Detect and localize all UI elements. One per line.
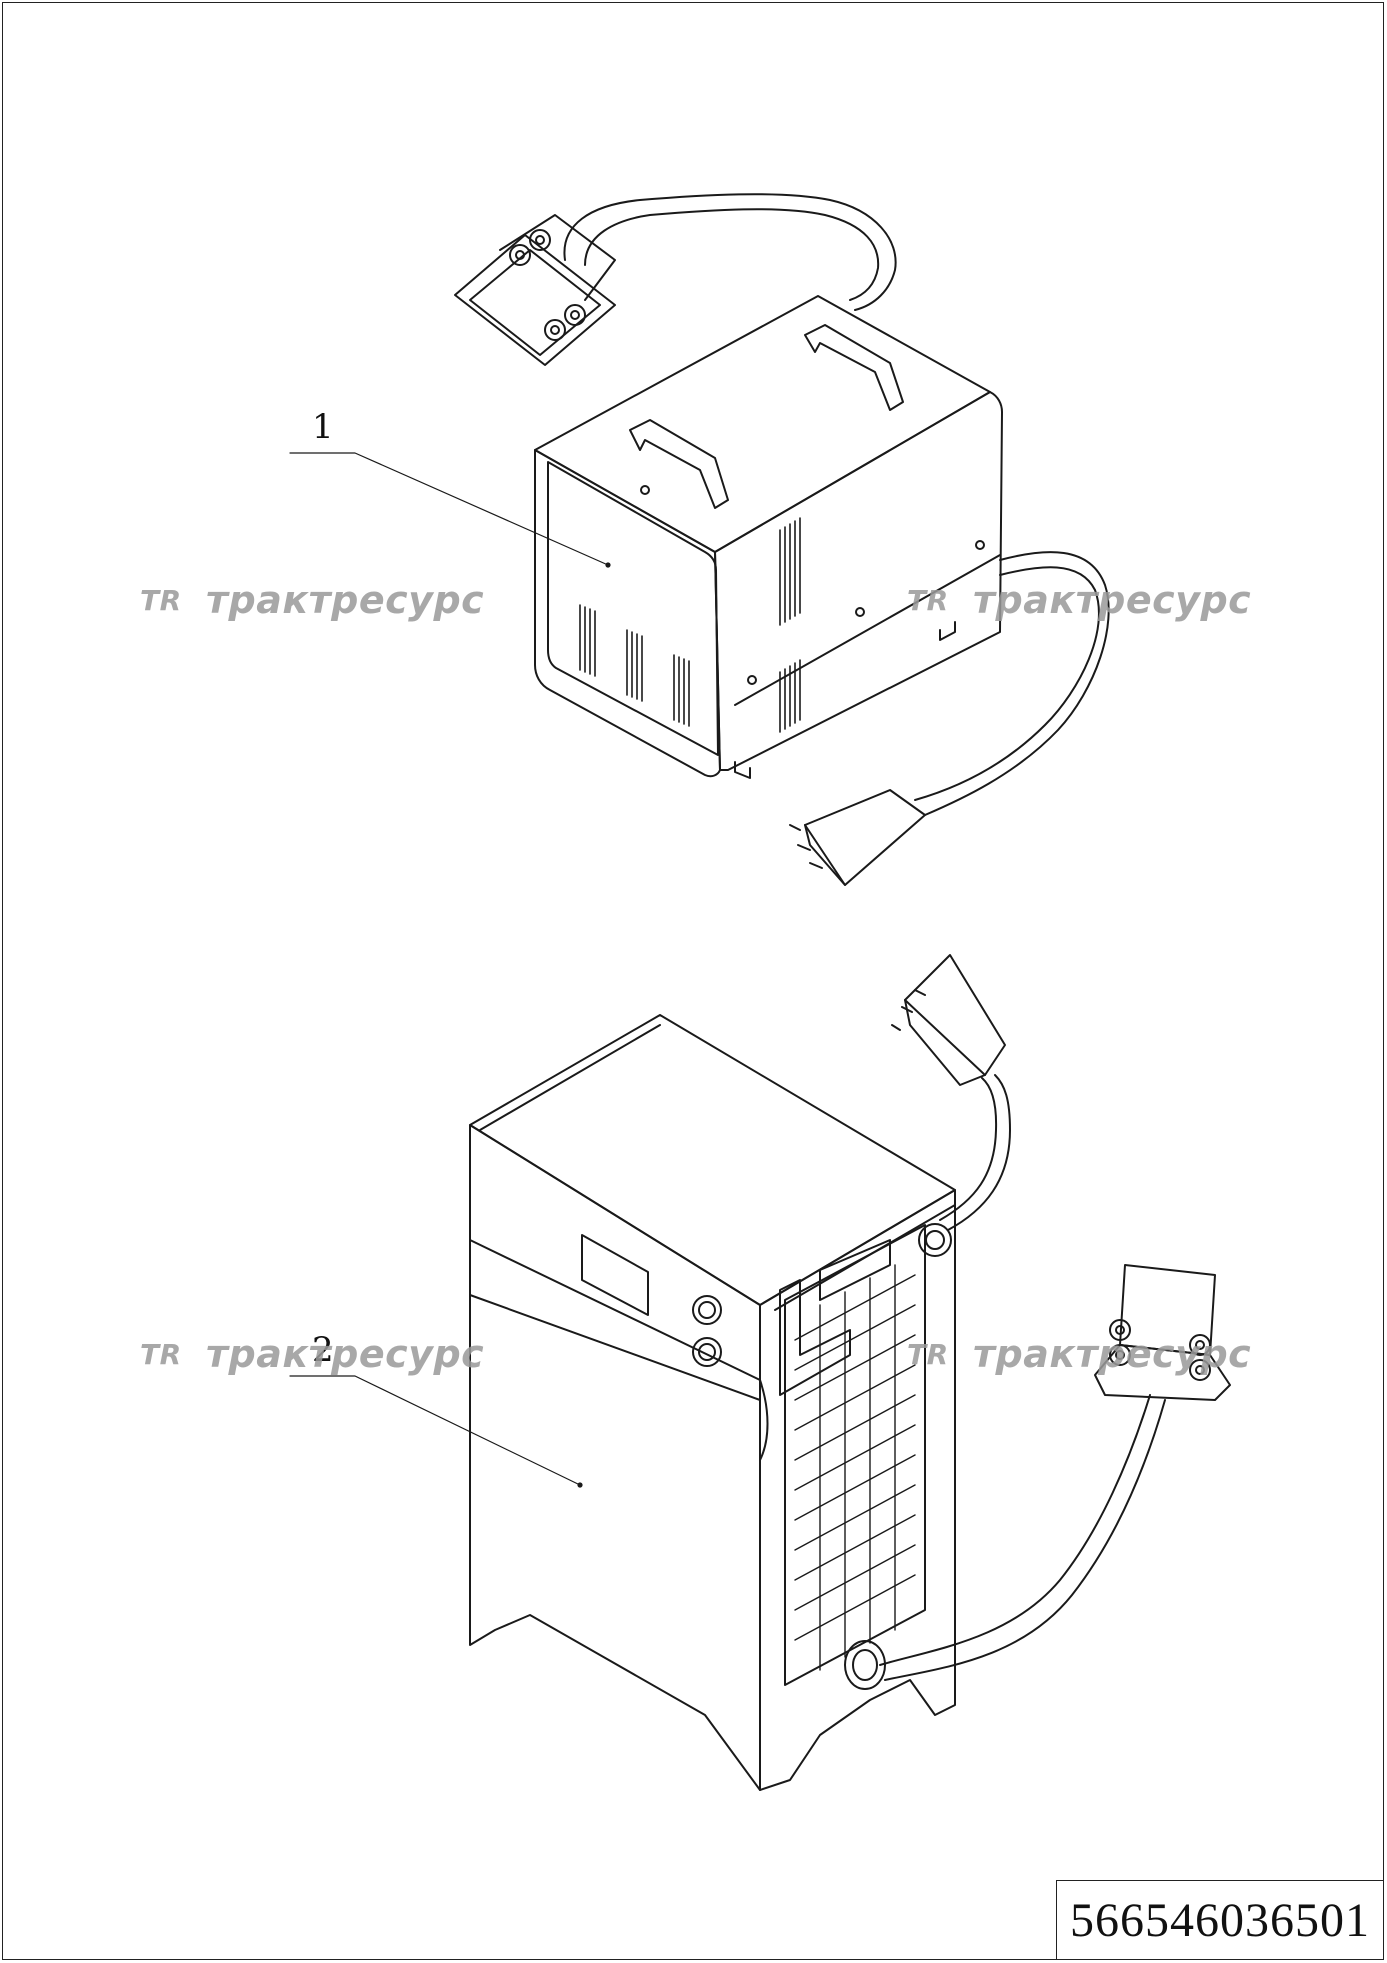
- watermark: TR трактресурс: [138, 1332, 484, 1376]
- watermark-logo-icon: TR: [140, 1339, 182, 1369]
- display-window: [581, 1234, 649, 1316]
- battery-connector: [454, 214, 616, 366]
- watermark: TR трактресурс: [138, 578, 484, 622]
- charger-item-1: [454, 193, 1110, 886]
- mains-plug: [789, 789, 926, 886]
- charger-item-2: [469, 954, 1231, 1791]
- watermark-text: трактресурс: [973, 578, 1252, 622]
- watermark-text: трактресурс: [206, 1332, 485, 1376]
- leader-lines: [289, 452, 611, 1488]
- watermark-logo-icon: TR: [907, 1339, 949, 1369]
- part-number-box: 566546036501: [1056, 1880, 1384, 1960]
- svg-text:TR: TR: [140, 585, 182, 615]
- watermark-text: трактресурс: [206, 578, 485, 622]
- svg-text:TR: TR: [907, 585, 949, 615]
- part-number: 566546036501: [1070, 1893, 1370, 1947]
- battery-connector-2: [1094, 1264, 1231, 1401]
- watermark: TR трактресурс: [905, 1332, 1251, 1376]
- watermark-logo-icon: TR: [140, 585, 182, 615]
- watermark-logo-icon: TR: [907, 585, 949, 615]
- callout-2: 2: [312, 1330, 334, 1370]
- callout-1: 1: [312, 407, 334, 447]
- watermark-text: трактресурс: [973, 1332, 1252, 1376]
- mains-plug-2: [891, 954, 1006, 1086]
- watermark: TR трактресурс: [905, 578, 1251, 622]
- charger-cabinet: [534, 295, 1003, 779]
- svg-text:TR: TR: [907, 1339, 949, 1369]
- svg-text:TR: TR: [140, 1339, 182, 1369]
